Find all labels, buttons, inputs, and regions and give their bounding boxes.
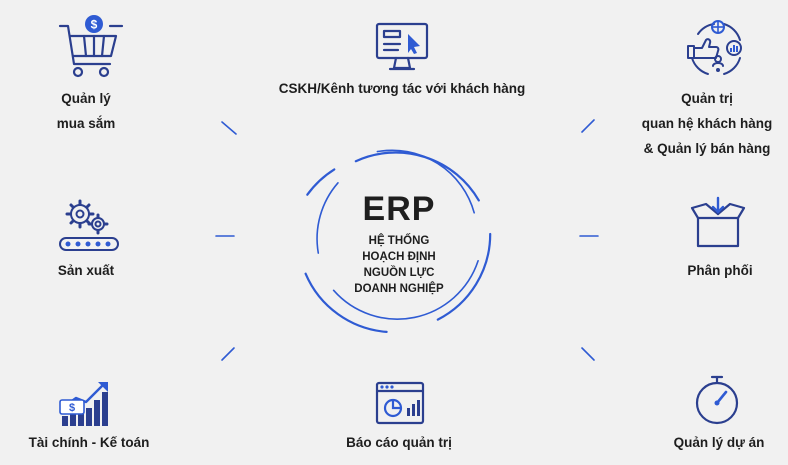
report-dashboard-icon — [375, 381, 425, 425]
label-line: CSKH/Kênh tương tác với khách hàng — [278, 81, 526, 96]
money-growth-chart-icon: $ — [59, 382, 108, 426]
label-line: Quản lý dự án — [673, 435, 765, 450]
module-crm-label: Quản trị quan hệ khách hàng & Quản lý bá… — [632, 86, 782, 161]
crm-cycle-icon — [687, 20, 742, 75]
module-finance-label: Tài chính - Kế toán — [14, 430, 164, 455]
spoke-bottom-left — [221, 347, 235, 361]
module-manufacturing-label: Sản xuất — [26, 258, 146, 283]
label-line: quan hệ khách hàng — [641, 116, 773, 131]
outer-ring-arc-3 — [304, 272, 388, 333]
spoke-top-right — [581, 119, 595, 133]
erp-subtitle-line: HOẠCH ĐỊNH — [362, 251, 436, 263]
label-line: & Quản lý bán hàng — [643, 141, 771, 156]
outer-ring-arc-2 — [436, 232, 492, 321]
label-line: Tài chính - Kế toán — [28, 435, 150, 450]
shopping-cart-dollar-icon: $ — [58, 15, 124, 78]
label-line: Sản xuất — [57, 263, 115, 278]
svg-text:$: $ — [69, 402, 75, 414]
module-reports-label: Báo cáo quản trị — [334, 430, 464, 455]
label-line: mua sắm — [56, 116, 116, 131]
label-line: Quản lý — [61, 91, 111, 106]
erp-subtitle: HỆ THỐNG HOẠCH ĐỊNH NGUỒN LỰC DOANH NGHI… — [324, 233, 474, 297]
stopwatch-icon — [695, 375, 739, 425]
label-line: Phân phối — [687, 263, 753, 278]
open-box-icon — [690, 196, 746, 248]
label-line: Báo cáo quản trị — [346, 435, 452, 450]
outer-ring-arc-4 — [306, 168, 336, 196]
inner-ring-arc-1 — [376, 149, 475, 214]
module-distribution-label: Phân phối — [660, 258, 780, 283]
gears-conveyor-icon — [59, 199, 119, 251]
spoke-top-left — [221, 121, 237, 135]
inner-ring-arc-2 — [332, 260, 479, 320]
erp-subtitle-line: DOANH NGHIỆP — [354, 283, 444, 295]
erp-subtitle-line: HỆ THỐNG — [368, 235, 430, 247]
spoke-bottom-right — [581, 347, 595, 361]
svg-text:$: $ — [91, 18, 98, 32]
erp-title: ERP — [362, 190, 436, 228]
label-line: Quản trị — [681, 91, 733, 106]
module-procurement-label: Quản lý mua sắm — [20, 86, 152, 136]
inner-ring-arc-3 — [316, 182, 339, 254]
erp-subtitle-line: NGUỒN LỰC — [363, 267, 435, 279]
module-customer-service-label: CSKH/Kênh tương tác với khách hàng — [262, 76, 542, 101]
module-projects-label: Quản lý dự án — [654, 430, 784, 455]
monitor-cursor-icon — [375, 22, 429, 71]
